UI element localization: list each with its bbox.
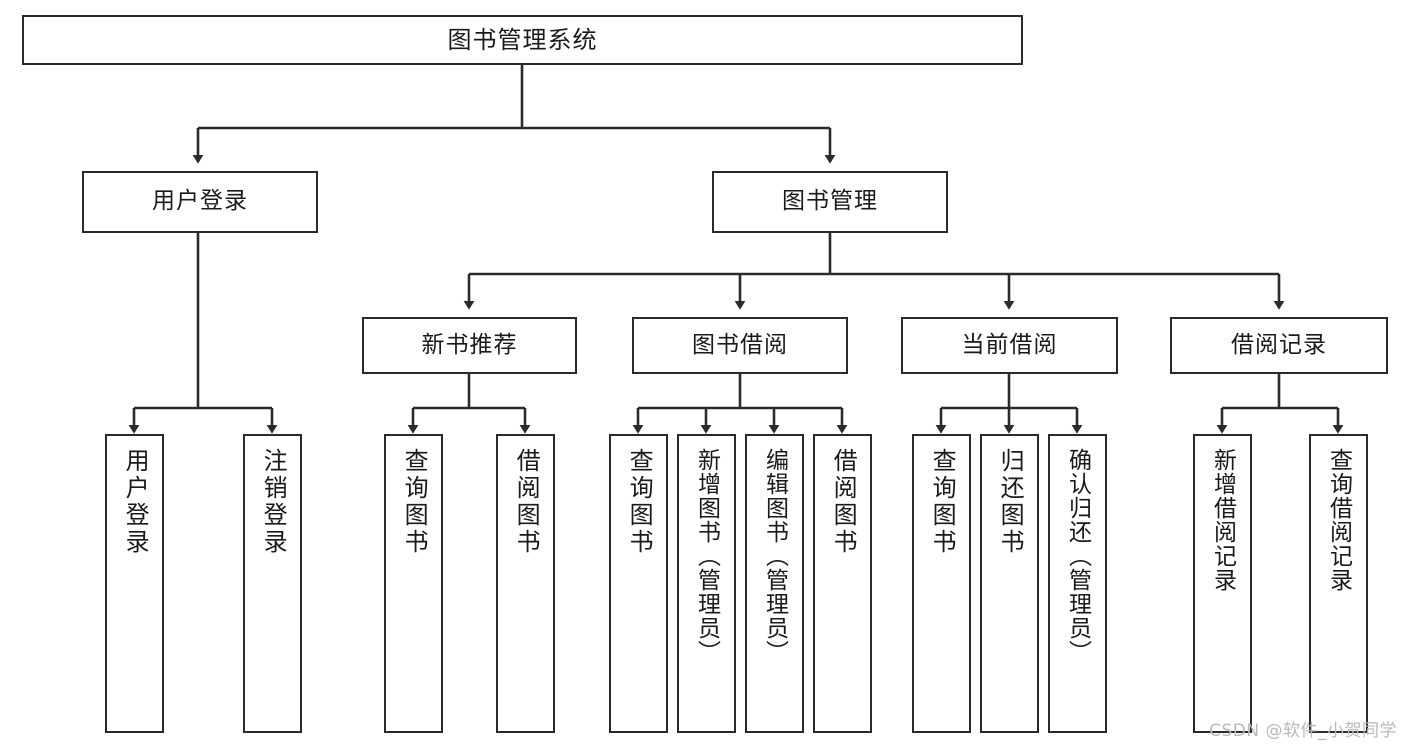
node-label: 当前借阅	[961, 331, 1058, 358]
node-leaf-return-books[interactable]: 归还图书	[980, 434, 1039, 733]
node-leaf-confirm-return-admin[interactable]: 确认归还（管理员）	[1048, 434, 1107, 733]
node-leaf-borrow-books[interactable]: 借阅图书	[813, 434, 872, 733]
node-leaf-add-borrow-record[interactable]: 新增借阅记录	[1193, 434, 1252, 733]
node-label: 新增图书（管理员）	[693, 448, 720, 664]
node-label: 查询图书	[400, 448, 429, 556]
node-leaf-query-books-current[interactable]: 查询图书	[912, 434, 971, 733]
node-book-management-system[interactable]: 图书管理系统	[22, 15, 1023, 65]
node-label: 确认归还（管理员）	[1064, 448, 1091, 664]
node-book-management[interactable]: 图书管理	[712, 171, 948, 233]
node-label: 借阅记录	[1231, 331, 1327, 358]
node-leaf-query-books-borrow[interactable]: 查询图书	[609, 434, 668, 733]
node-leaf-edit-book-admin[interactable]: 编辑图书（管理员）	[745, 434, 804, 733]
node-borrowing-record[interactable]: 借阅记录	[1170, 317, 1388, 374]
node-new-book-recommendation[interactable]: 新书推荐	[362, 317, 577, 374]
node-leaf-user-login[interactable]: 用户登录	[105, 434, 164, 733]
node-label: 新书推荐	[421, 331, 518, 358]
node-book-borrowing[interactable]: 图书借阅	[632, 317, 848, 374]
node-label: 查询图书	[625, 448, 654, 556]
node-label: 编辑图书（管理员）	[761, 448, 788, 664]
node-user-login[interactable]: 用户登录	[82, 171, 318, 233]
node-label: 查询借阅记录	[1325, 448, 1352, 592]
node-label: 图书管理系统	[447, 25, 598, 54]
node-leaf-logout[interactable]: 注销登录	[243, 434, 302, 733]
node-label: 新增借阅记录	[1209, 448, 1236, 592]
node-label: 借阅图书	[829, 448, 858, 556]
node-label: 归还图书	[996, 448, 1025, 556]
node-leaf-query-borrow-record[interactable]: 查询借阅记录	[1309, 434, 1368, 733]
node-current-borrowing[interactable]: 当前借阅	[901, 317, 1118, 374]
node-label: 注销登录	[259, 448, 288, 556]
node-leaf-add-book-admin[interactable]: 新增图书（管理员）	[677, 434, 736, 733]
node-leaf-query-books-rec[interactable]: 查询图书	[384, 434, 443, 733]
node-label: 图书借阅	[692, 331, 788, 358]
node-label: 用户登录	[121, 448, 150, 556]
node-label: 借阅图书	[512, 448, 541, 556]
node-label: 用户登录	[152, 188, 248, 215]
node-label: 查询图书	[928, 448, 957, 556]
node-leaf-borrow-books-rec[interactable]: 借阅图书	[496, 434, 555, 733]
watermark-text: CSDN @软件_小贺同学	[1209, 721, 1397, 741]
node-label: 图书管理	[782, 188, 878, 215]
